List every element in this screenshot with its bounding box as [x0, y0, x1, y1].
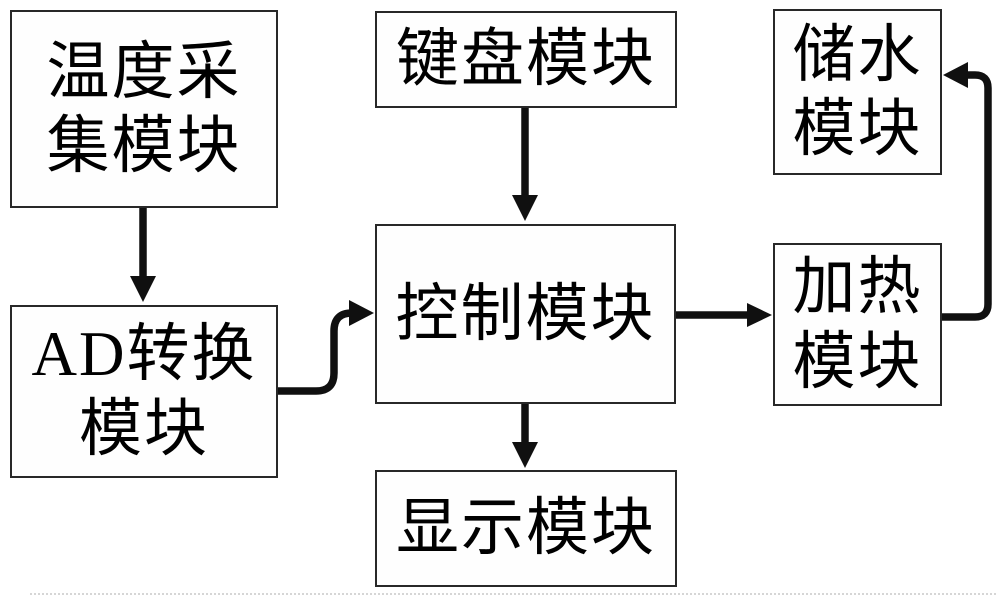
- node-label-line: 模块: [79, 393, 209, 464]
- node-keyboard-module: 键盘模块: [375, 11, 677, 108]
- node-control-module: 控制模块: [375, 224, 676, 404]
- node-label-line: 加热: [792, 252, 923, 323]
- node-label-line: 显示模块: [396, 493, 656, 564]
- node-label-line: 储水: [792, 19, 923, 90]
- edge-control-to-display-arrow: [512, 404, 538, 468]
- edge-heating-to-storage-arrow: [942, 62, 992, 321]
- edge-control-to-heating-arrow: [676, 303, 772, 327]
- node-label-line: 集模块: [46, 111, 242, 181]
- node-label-line: 模块: [792, 94, 923, 164]
- node-display-module: 显示模块: [375, 470, 677, 587]
- node-ad-conversion-module: AD转换 模块: [10, 305, 278, 478]
- node-label-line: 模块: [792, 326, 923, 397]
- node-water-storage-module: 储水 模块: [773, 9, 942, 175]
- node-heating-module: 加热 模块: [773, 243, 942, 406]
- edge-keyboard-to-control-arrow: [512, 108, 538, 221]
- node-label-line: 键盘模块: [396, 24, 656, 95]
- node-label-line: AD转换: [31, 319, 257, 390]
- node-label-line: 温度采: [46, 36, 242, 107]
- node-temperature-collection-module: 温度采 集模块: [10, 10, 278, 208]
- node-label-line: 控制模块: [395, 278, 656, 349]
- scan-artifact-dotted-line: [30, 593, 996, 595]
- edge-temp-to-ad-arrow: [130, 208, 156, 302]
- edge-ad-to-control-arrow: [273, 300, 374, 395]
